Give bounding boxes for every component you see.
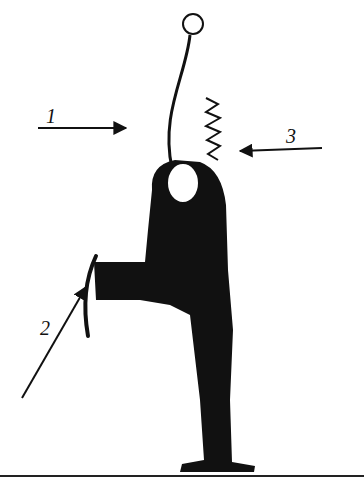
squiggle: [206, 98, 220, 160]
ground-line: [0, 475, 364, 477]
head: [167, 163, 199, 203]
callout-number: 1: [46, 106, 56, 126]
ball: [183, 14, 203, 34]
callout-number: 3: [286, 126, 296, 146]
raised-foot: [85, 256, 96, 336]
force-arrow: [240, 148, 322, 151]
callout-number: 2: [40, 318, 50, 338]
force-arrow: [38, 127, 126, 129]
force-arrow: [22, 287, 86, 398]
figure-silhouette: [94, 160, 255, 472]
arm-line: [169, 35, 190, 168]
